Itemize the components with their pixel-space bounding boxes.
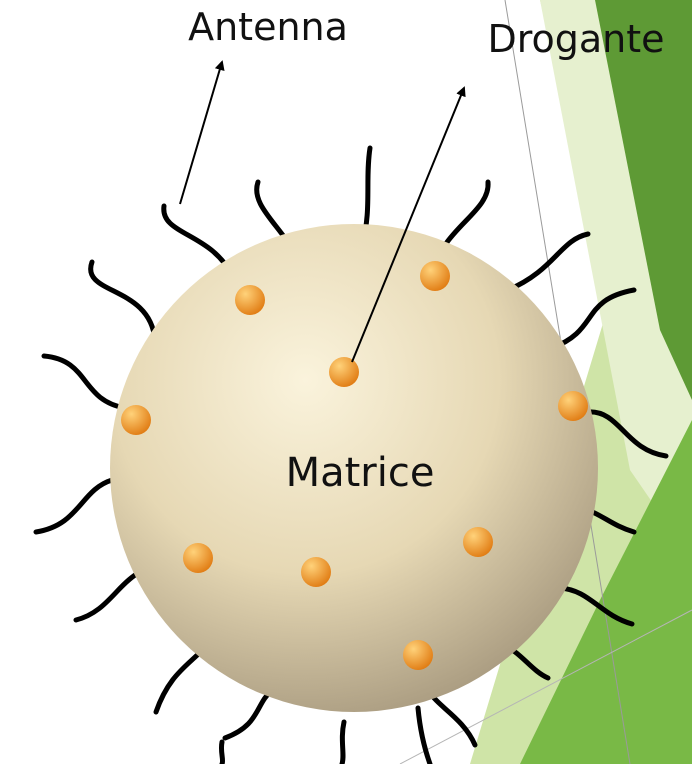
matrix-label: Matrice — [286, 450, 435, 496]
dopant-dot — [121, 405, 151, 435]
antenna-tail — [36, 480, 112, 532]
dopant-dot — [183, 543, 213, 573]
antenna-tail — [445, 182, 488, 245]
antenna-tail — [508, 234, 588, 290]
dopant-dot — [463, 527, 493, 557]
antenna-tail — [221, 742, 222, 764]
antenna-tail — [44, 356, 125, 408]
antenna-label: Antenna — [188, 5, 348, 49]
dopant-label: Drogante — [487, 17, 664, 61]
antenna-tail — [91, 262, 155, 340]
dopant-dot — [235, 285, 265, 315]
dopant-dot — [301, 557, 331, 587]
antenna-tail — [418, 708, 430, 764]
antenna-pointer-arrow — [180, 62, 222, 204]
dopant-dot — [329, 357, 359, 387]
antenna-tail — [342, 722, 344, 764]
dopant-dot — [403, 640, 433, 670]
dopant-dot — [420, 261, 450, 291]
dopant-dot — [558, 391, 588, 421]
antenna-tail — [225, 690, 272, 738]
